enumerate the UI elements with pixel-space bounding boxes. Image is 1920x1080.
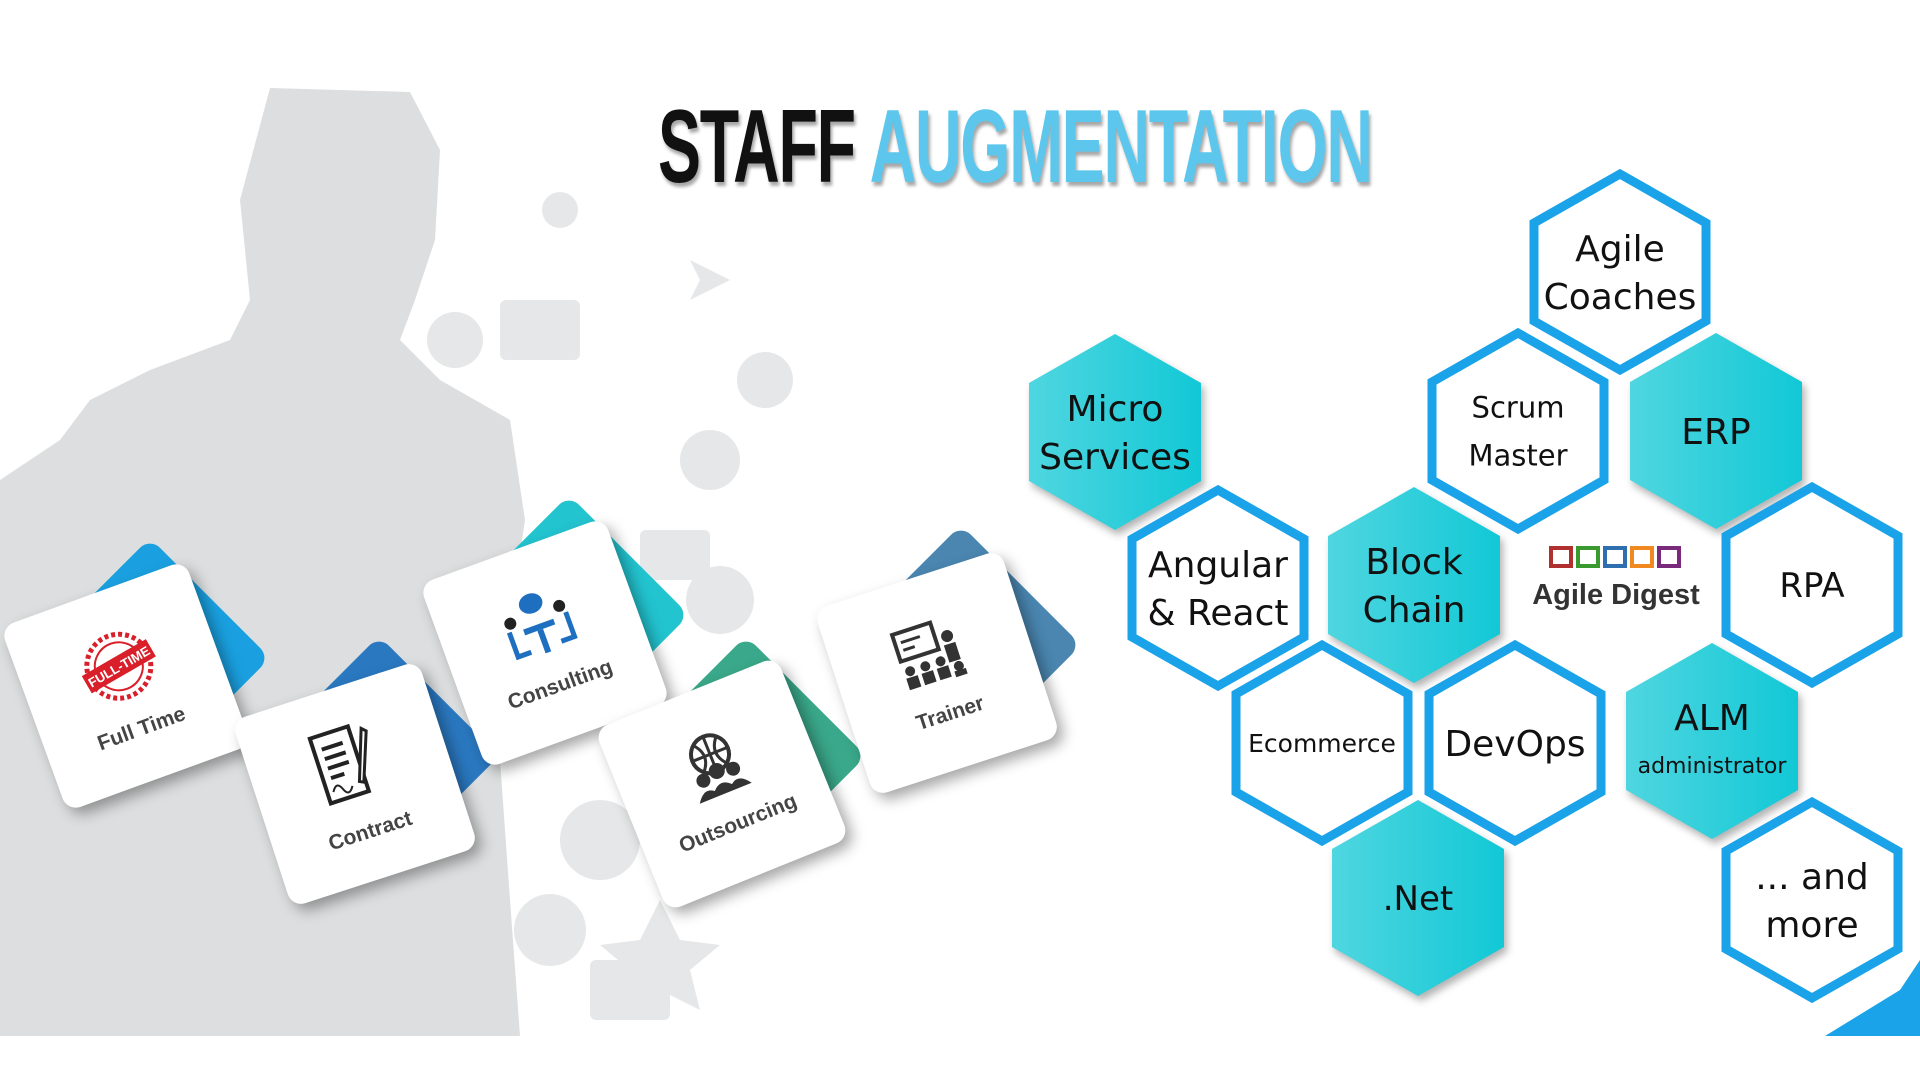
role-hex-alm-administrator: ALM administrator	[1626, 643, 1798, 839]
agile-digest-logo: Agile Digest	[1532, 546, 1700, 611]
role-hex-devops: DevOps	[1424, 639, 1606, 847]
decorative-icons	[427, 192, 793, 1020]
hexagon-shape	[1127, 484, 1309, 692]
agile-digest-logo-text: Agile Digest	[1532, 579, 1700, 611]
role-hex-rpa: RPA	[1721, 481, 1903, 689]
engagement-card-trainer: Trainer	[813, 524, 1082, 797]
hexagon-shape	[1721, 796, 1903, 1004]
hexagon-shape	[1630, 333, 1802, 529]
engagement-card-outsourcing: Outsourcing	[594, 635, 867, 912]
role-label: ALM	[1674, 698, 1750, 739]
hexagon-shape	[1332, 800, 1504, 996]
hexagon-shape	[1529, 168, 1711, 376]
role-label: DevOps	[1444, 724, 1585, 765]
hexagon-shape	[1424, 639, 1606, 847]
role-hex-and-more: ... and more	[1721, 796, 1903, 1004]
role-label: Micro	[1067, 389, 1164, 430]
role-label: Coaches	[1544, 277, 1697, 318]
role-label: Agile	[1575, 229, 1665, 270]
role-label: Ecommerce	[1248, 729, 1396, 758]
trainer-presentation-icon	[887, 610, 976, 699]
hexagon-shape	[1029, 334, 1201, 530]
consulting-meeting-icon	[488, 576, 589, 674]
role-hex-net: .Net	[1332, 800, 1504, 996]
role-label: Chain	[1363, 590, 1466, 631]
role-label: more	[1765, 905, 1858, 946]
role-label: .Net	[1383, 879, 1454, 919]
role-hex-angular-react: Angular & React	[1127, 484, 1309, 692]
card-label: Trainer	[913, 691, 987, 735]
role-label: administrator	[1638, 754, 1788, 779]
contract-signature-icon	[303, 715, 396, 817]
card-face: Consulting	[419, 517, 671, 769]
hexagon-shape	[1328, 487, 1500, 683]
global-team-icon	[672, 721, 758, 811]
card-face: Contract	[231, 660, 479, 908]
corner-accent	[1825, 960, 1920, 1036]
role-label: ... and	[1755, 857, 1869, 898]
engagement-card-consulting: Consulting	[419, 494, 690, 769]
role-label: Angular	[1148, 545, 1288, 586]
title-staff: STAFF	[658, 89, 856, 205]
role-label: Services	[1039, 437, 1191, 478]
role-label: Scrum	[1472, 390, 1565, 424]
full-time-stamp-icon: FULL-TIME	[68, 618, 171, 718]
hexagon-shape	[1231, 639, 1413, 847]
role-label: ERP	[1681, 412, 1750, 453]
role-label: RPA	[1779, 566, 1844, 606]
engagement-card-contract: Contract	[231, 635, 500, 908]
card-face: Outsourcing	[594, 656, 850, 912]
hexagon-shape	[1626, 643, 1798, 839]
hexagon-shape	[1721, 481, 1903, 689]
role-hex-ecommerce: Ecommerce	[1231, 639, 1413, 847]
role-label: Master	[1468, 438, 1567, 472]
hexagon-shape	[1427, 327, 1609, 535]
role-hex-erp: ERP	[1630, 333, 1802, 529]
role-label: & React	[1147, 593, 1288, 634]
title-augmentation: AUGMENTATION	[869, 89, 1373, 205]
card-face: Trainer	[813, 549, 1061, 797]
role-label: Block	[1365, 542, 1463, 583]
